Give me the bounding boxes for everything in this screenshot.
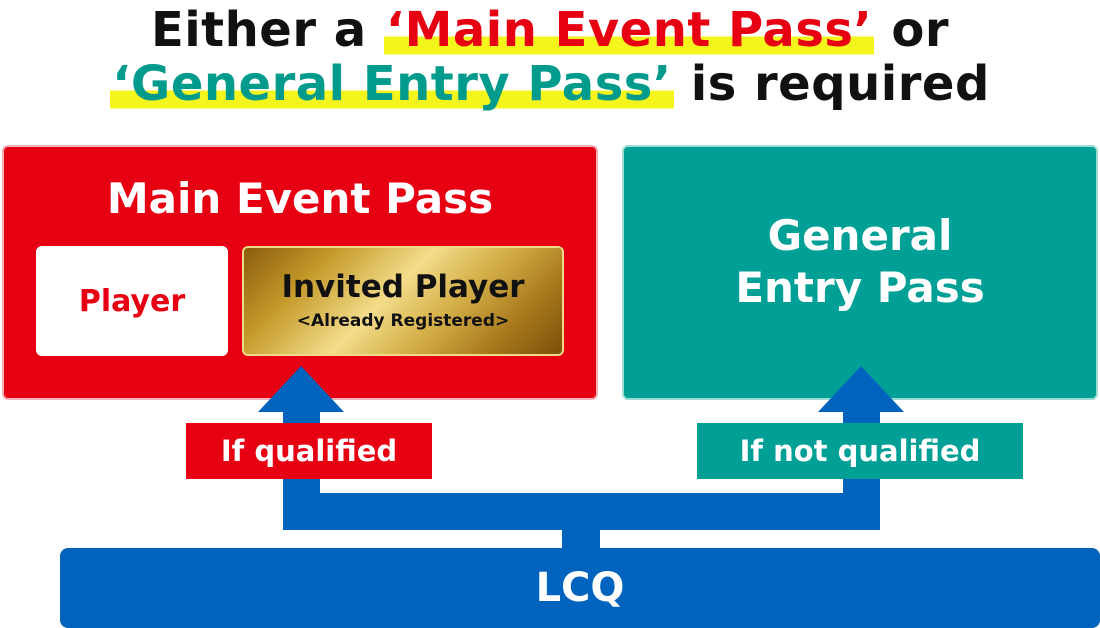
- general-entry-pass-title: General Entry Pass: [735, 211, 985, 312]
- player-box: Player: [36, 246, 228, 356]
- general-entry-pass-box: [622, 145, 1098, 400]
- main-event-pass-highlight: ‘Main Event Pass’: [383, 2, 875, 58]
- player-label: Player: [78, 283, 186, 319]
- title-required: is required: [673, 56, 990, 112]
- title-prefix: Either a: [150, 2, 384, 58]
- page-title-line-1: Either a ‘Main Event Pass’ or: [0, 2, 1100, 58]
- if-qualified-text: If qualified: [220, 434, 398, 468]
- already-registered-note: <Already Registered>: [296, 311, 510, 331]
- title-or: or: [874, 2, 950, 58]
- page-title-line-2: ‘General Entry Pass’ is required: [0, 56, 1100, 112]
- invited-player-label: Invited Player: [281, 269, 525, 305]
- general-entry-pass-highlight: ‘General Entry Pass’: [110, 56, 674, 112]
- main-event-pass-title: Main Event Pass: [106, 174, 494, 223]
- lcq-label: LCQ: [535, 565, 625, 611]
- lcq-bar: LCQ: [60, 548, 1100, 628]
- if-qualified-label: If qualified: [186, 423, 432, 479]
- arrow-horizontal-bar: [283, 493, 880, 530]
- invited-player-box: Invited Player <Already Registered>: [242, 246, 564, 356]
- if-not-qualified-label: If not qualified: [697, 423, 1023, 479]
- if-not-qualified-text: If not qualified: [739, 434, 981, 468]
- arrow-head-right: [818, 366, 904, 412]
- arrow-head-left: [258, 366, 344, 412]
